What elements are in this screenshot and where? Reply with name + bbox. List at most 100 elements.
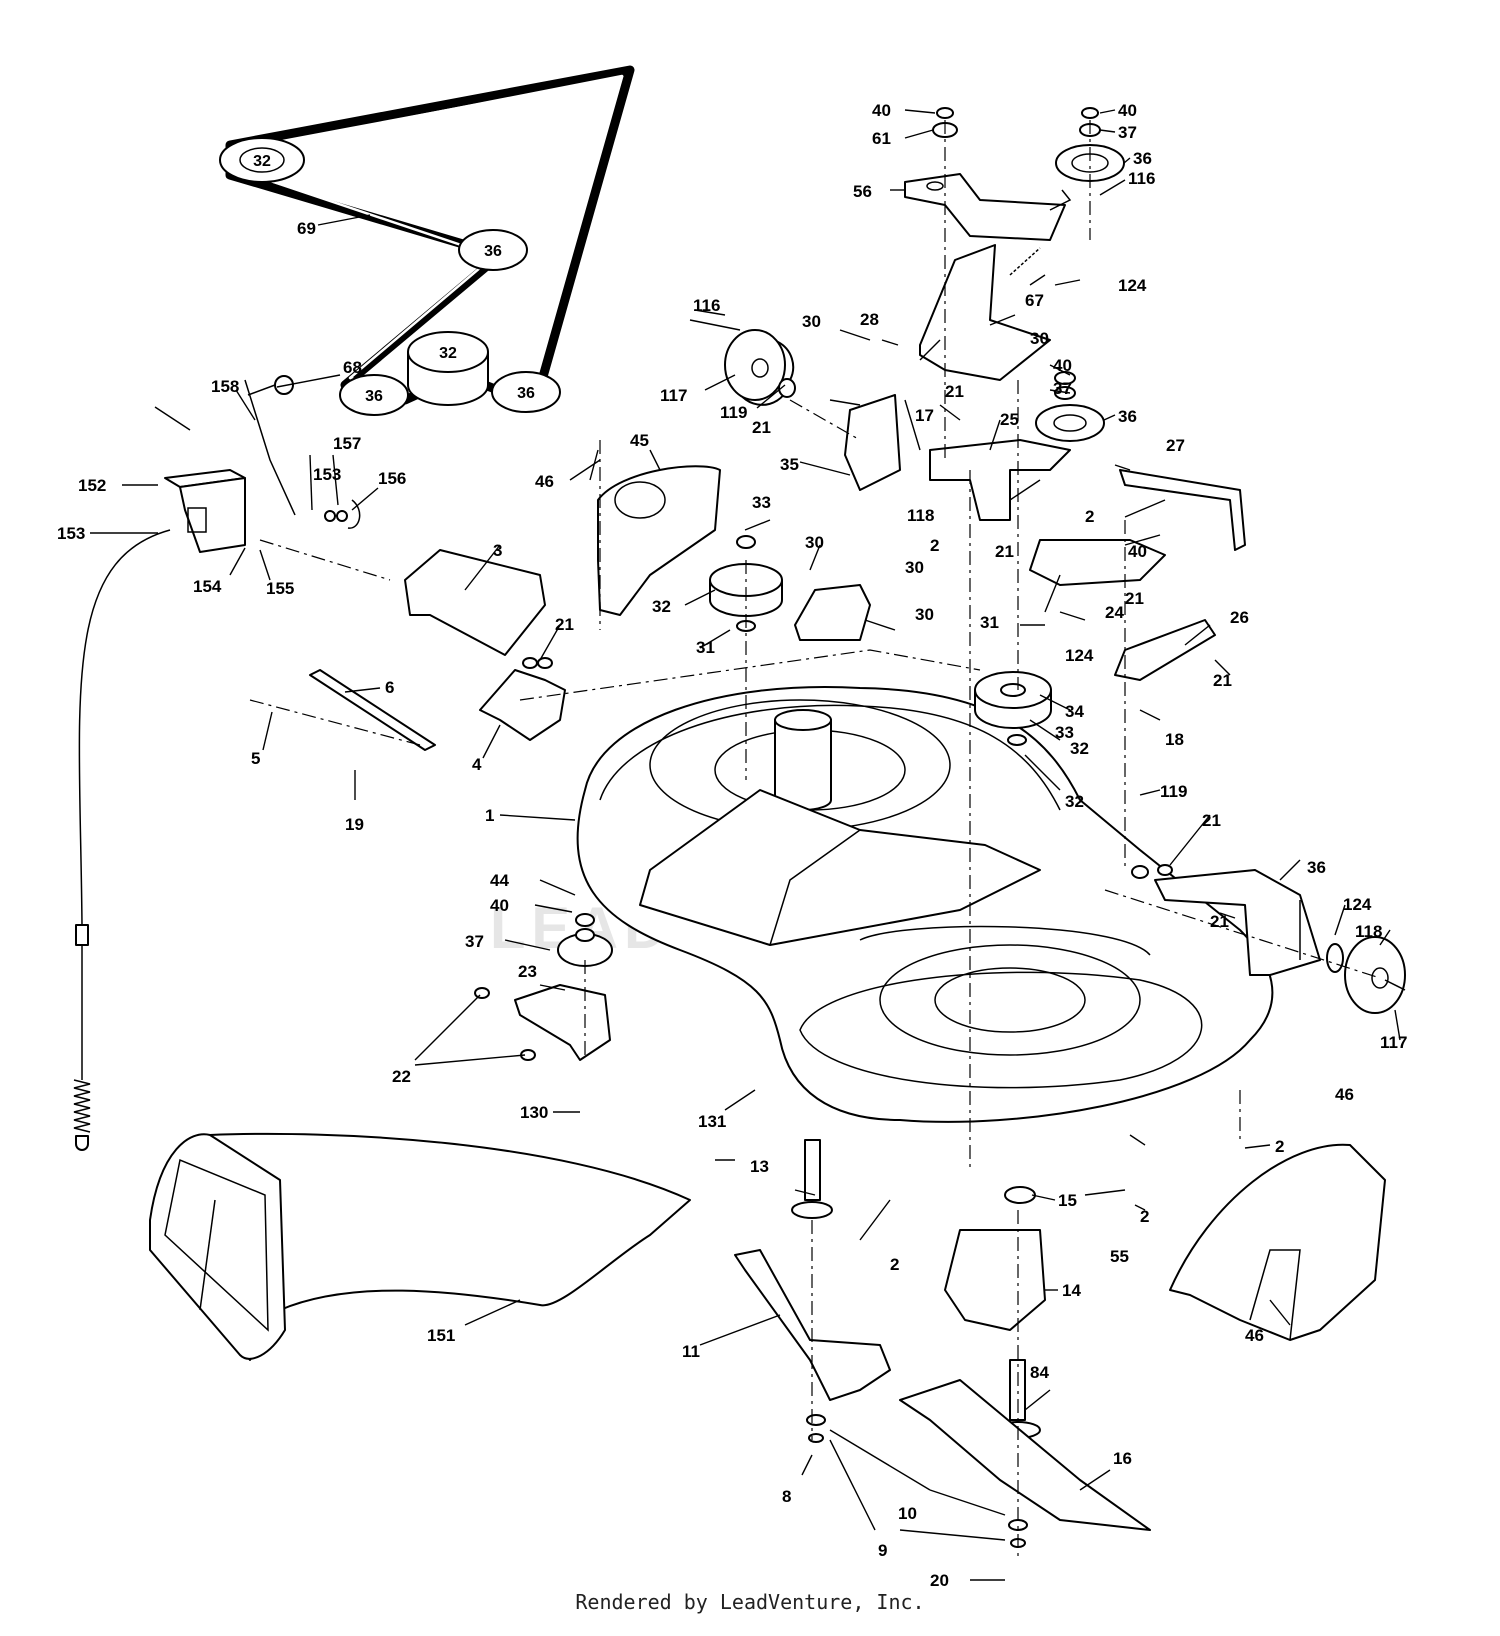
callout-label: 23 [518,962,537,981]
callout-label: 17 [915,406,934,425]
callout-label: 19 [345,815,364,834]
callout-label: 124 [1065,646,1094,665]
callout-label: 118 [1355,922,1382,941]
callout-label: 40 [872,101,891,120]
belt-pulley-36-left: 36 [339,374,409,416]
callout-label: 154 [193,577,222,596]
callout-label: 25 [1000,410,1019,429]
callout-label: 21 [1213,671,1232,690]
callout-label: 26 [1230,608,1249,627]
callout-label: 18 [1165,730,1184,749]
idler-bracket-assembly [844,107,1246,681]
callout-label: 153 [313,465,341,484]
svg-text:32: 32 [439,345,457,362]
callout-label: 84 [1030,1363,1049,1382]
callout-label: 45 [630,431,649,450]
callout-label: 34 [1065,702,1084,721]
callout-label: 130 [520,1103,548,1122]
callout-label: 5 [251,749,260,768]
callout-label: 2 [930,536,939,555]
callout-label: 37 [1053,379,1072,398]
callout-label: 2 [1275,1137,1284,1156]
callout-label: 2 [1085,507,1094,526]
callout-label: 31 [696,638,715,657]
callout-label: 30 [805,533,824,552]
callout-label: 15 [1058,1191,1077,1210]
callout-label: 37 [1118,123,1137,142]
callout-label: 37 [465,932,484,951]
callout-label: 16 [1113,1449,1132,1468]
callout-label: 116 [693,296,720,315]
callout-label: 116 [1128,169,1155,188]
callout-label: 40 [490,896,509,915]
callout-label: 40 [1118,101,1137,120]
callout-label: 2 [890,1255,899,1274]
callout-label: 22 [392,1067,411,1086]
callout-labels: 1 2 2 2 2 2 3 4 5 6 8 9 10 11 13 14 15 1… [57,101,1407,1590]
callout-label: 40 [1128,542,1147,561]
belt-pulley-36-bottom: 36 [491,371,561,413]
callout-label: 2 [1140,1207,1149,1226]
svg-text:32: 32 [253,153,271,170]
callout-label: 30 [1030,329,1049,348]
callout-label: 118 [907,506,934,525]
callout-label: 156 [378,469,406,488]
callout-label: 157 [333,434,361,453]
callout-label: 32 [652,597,671,616]
svg-text:36: 36 [484,243,502,260]
callout-label: 30 [802,312,821,331]
callout-label: 46 [535,472,554,491]
callout-label: 4 [472,755,482,774]
callout-label: 8 [782,1487,791,1506]
callout-label: 36 [1307,858,1326,877]
callout-label: 67 [1025,291,1044,310]
callout-label: 21 [1125,589,1144,608]
callout-label: 21 [1202,811,1221,830]
mid-brackets [309,319,1052,751]
callout-label: 40 [1053,356,1072,375]
callout-label: 151 [427,1326,455,1345]
callout-label: 119 [1160,782,1187,801]
spindle-and-blades [734,1139,1151,1548]
callout-label: 6 [385,678,394,697]
callout-label: 11 [682,1342,700,1361]
belt-pulley-32-top: 32 [219,137,305,183]
callout-label: 31 [980,613,999,632]
callout-label: 21 [752,418,771,437]
callout-label: 46 [1245,1326,1264,1345]
callout-label: 158 [211,377,239,396]
callout-label: 56 [853,182,872,201]
callout-label: 21 [995,542,1014,561]
callout-label: 21 [1210,912,1229,931]
callout-label: 3 [493,541,502,560]
svg-text:36: 36 [517,385,535,402]
svg-text:36: 36 [365,388,383,405]
callout-label: 117 [660,386,687,405]
belt-pulley-36-right: 36 [458,229,528,271]
cable-assembly [73,375,361,1151]
mower-deck-housing [576,686,1274,1123]
callout-label: 14 [1062,1281,1081,1300]
lower-left-bracket [474,913,613,1061]
discharge-chute [149,1132,691,1361]
callout-label: 1 [485,806,494,825]
callout-label: 35 [780,455,799,474]
callout-label: 13 [750,1157,769,1176]
callout-label: 152 [78,476,106,495]
callout-label: 21 [555,615,574,634]
belt-assembly: 32 36 32 36 36 [219,65,635,416]
callout-label: 119 [720,403,747,422]
callout-label: 55 [1110,1247,1129,1266]
mulch-cover [1169,1143,1386,1341]
callout-label: 20 [930,1571,949,1590]
callout-label: 30 [915,605,934,624]
callout-label: 32 [1065,792,1084,811]
callout-label: 36 [1118,407,1137,426]
assembly-lines [249,120,1381,1560]
callout-label: 68 [343,358,362,377]
callout-label: 117 [1380,1033,1407,1052]
callout-leaders [90,109,1401,1581]
callout-label: 69 [297,219,316,238]
callout-label: 155 [266,579,294,598]
